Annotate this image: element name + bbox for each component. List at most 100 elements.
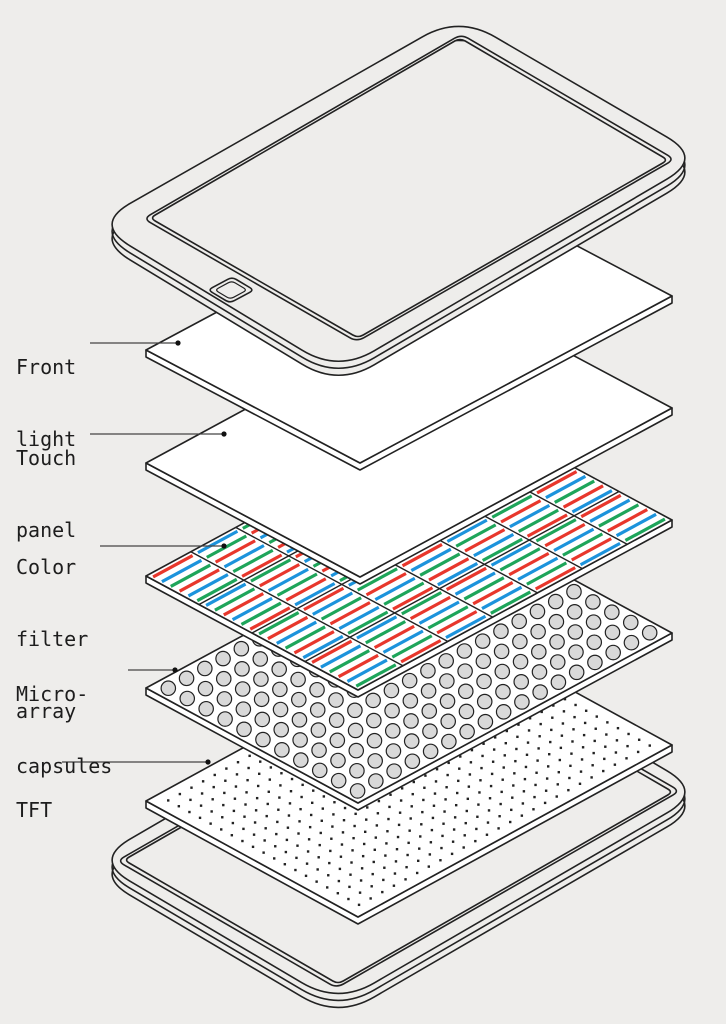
filter-grid-line bbox=[235, 526, 449, 643]
tft-transistor-dot bbox=[430, 828, 434, 832]
microcapsule bbox=[641, 624, 658, 641]
microcapsule bbox=[440, 713, 457, 730]
tft-transistor-dot bbox=[468, 773, 472, 776]
tft-transistor-dot bbox=[558, 758, 562, 762]
microcapsule bbox=[386, 763, 402, 779]
tft-transistor-dot bbox=[211, 798, 214, 801]
color-filter-stripe bbox=[580, 493, 622, 519]
tft-transistor-dot bbox=[251, 845, 255, 849]
microcapsule bbox=[548, 613, 565, 630]
tft-transistor-dot bbox=[372, 860, 375, 864]
tft-transistor-dot bbox=[222, 803, 225, 807]
tft-transistor-dot bbox=[340, 843, 344, 846]
filter-grid-line bbox=[190, 551, 404, 667]
microcapsule bbox=[402, 693, 419, 709]
color-filter-stripe bbox=[170, 563, 212, 588]
tft-transistor-dot bbox=[556, 783, 559, 786]
tft-transistor-dot bbox=[485, 833, 489, 836]
microcapsule bbox=[366, 712, 382, 729]
color-filter-stripe bbox=[400, 639, 442, 664]
color-filter-stripe bbox=[418, 600, 460, 625]
tft-transistor-dot bbox=[615, 739, 619, 742]
color-filter-stripe bbox=[258, 611, 300, 636]
color-filter-stripe bbox=[409, 595, 451, 621]
color-filter-stripe bbox=[536, 470, 578, 495]
tft-transistor-dot bbox=[277, 808, 280, 811]
microcapsule bbox=[532, 684, 548, 700]
tft-transistor-dot bbox=[280, 772, 283, 775]
tft-transistor-dot bbox=[491, 760, 495, 763]
tft-transistor-dot bbox=[477, 803, 480, 806]
color-filter-stripe bbox=[196, 577, 238, 603]
tft-transistor-dot bbox=[479, 779, 482, 782]
microcapsule bbox=[330, 752, 346, 769]
tft-transistor-dot bbox=[354, 812, 357, 816]
color-filter-stripe bbox=[463, 576, 505, 601]
tft-transistor-dot bbox=[490, 772, 494, 776]
color-filter-stripe bbox=[437, 562, 479, 587]
tft-transistor-dot bbox=[396, 835, 400, 839]
tft-transistor-dot bbox=[399, 799, 403, 802]
tft-transistor-dot bbox=[459, 755, 462, 758]
tft-transistor-dot bbox=[246, 778, 249, 782]
tft-transistor-dot bbox=[625, 757, 628, 760]
tft-transistor-dot bbox=[510, 808, 513, 812]
tft-transistor-dot bbox=[177, 805, 181, 808]
microcapsule bbox=[531, 664, 548, 680]
tft-transistor-dot bbox=[511, 796, 514, 799]
tft-transistor-dot bbox=[420, 823, 423, 826]
tft-transistor-dot bbox=[499, 802, 502, 806]
tft-transistor-dot bbox=[343, 806, 347, 810]
tft-transistor-dot bbox=[254, 809, 258, 812]
tft-transistor-dot bbox=[504, 741, 507, 745]
device-front-frame-bezel bbox=[111, 25, 686, 362]
microcapsule bbox=[604, 624, 621, 641]
tft-transistor-dot bbox=[408, 829, 411, 832]
tft-transistor-dot bbox=[263, 839, 266, 842]
microcapsule bbox=[513, 674, 530, 690]
microcapsule bbox=[547, 593, 564, 610]
tft-transistor-dot bbox=[489, 784, 493, 788]
tft-transistor-dot bbox=[295, 856, 298, 860]
tft-transistor-dot bbox=[526, 741, 530, 744]
color-filter-stripe bbox=[544, 522, 586, 548]
tft-transistor-dot bbox=[358, 891, 362, 894]
tft-transistor-dot bbox=[567, 788, 570, 792]
tft-transistor-dot bbox=[392, 884, 396, 887]
microcapsule bbox=[178, 670, 195, 687]
tft-transistor-dot bbox=[338, 867, 342, 871]
tft-transistor-dot bbox=[235, 773, 239, 776]
tft-transistor-dot bbox=[412, 780, 415, 784]
tft-transistor-dot bbox=[522, 790, 526, 793]
tft-transistor-dot bbox=[167, 799, 170, 802]
tft-transistor-dot bbox=[433, 792, 437, 795]
tft-transistor-dot bbox=[283, 863, 287, 866]
tft-transistor-dot bbox=[231, 821, 235, 825]
tft-transistor-dot bbox=[453, 816, 457, 819]
tft-transistor-dot bbox=[590, 776, 593, 779]
microcapsule bbox=[494, 663, 511, 680]
microcapsule bbox=[403, 733, 420, 749]
tft-transistor-dot bbox=[385, 842, 388, 845]
color-filter-stripe bbox=[464, 528, 506, 553]
color-filter-stripe bbox=[473, 532, 515, 558]
color-filter-stripe bbox=[570, 537, 612, 562]
color-filter-stripe bbox=[267, 615, 309, 641]
microcapsule bbox=[310, 722, 327, 738]
color-filter-stripe bbox=[571, 489, 613, 514]
microcapsule bbox=[234, 681, 251, 697]
microcapsule bbox=[255, 731, 271, 748]
tft-transistor-dot bbox=[332, 813, 335, 816]
tft-transistor-dot bbox=[321, 807, 325, 810]
color-filter-stripe bbox=[499, 547, 541, 572]
microcapsule bbox=[365, 692, 381, 709]
tft-transistor-dot bbox=[377, 799, 381, 803]
label-text: filter bbox=[16, 627, 89, 651]
microcapsule bbox=[384, 723, 401, 739]
microcapsule bbox=[420, 683, 437, 699]
tft-transistor-dot bbox=[527, 729, 531, 732]
color-filter-stripe bbox=[276, 572, 318, 597]
tft-transistor-dot bbox=[417, 859, 420, 863]
tft-transistor-dot bbox=[561, 722, 565, 725]
color-filter-stripe bbox=[294, 582, 336, 607]
